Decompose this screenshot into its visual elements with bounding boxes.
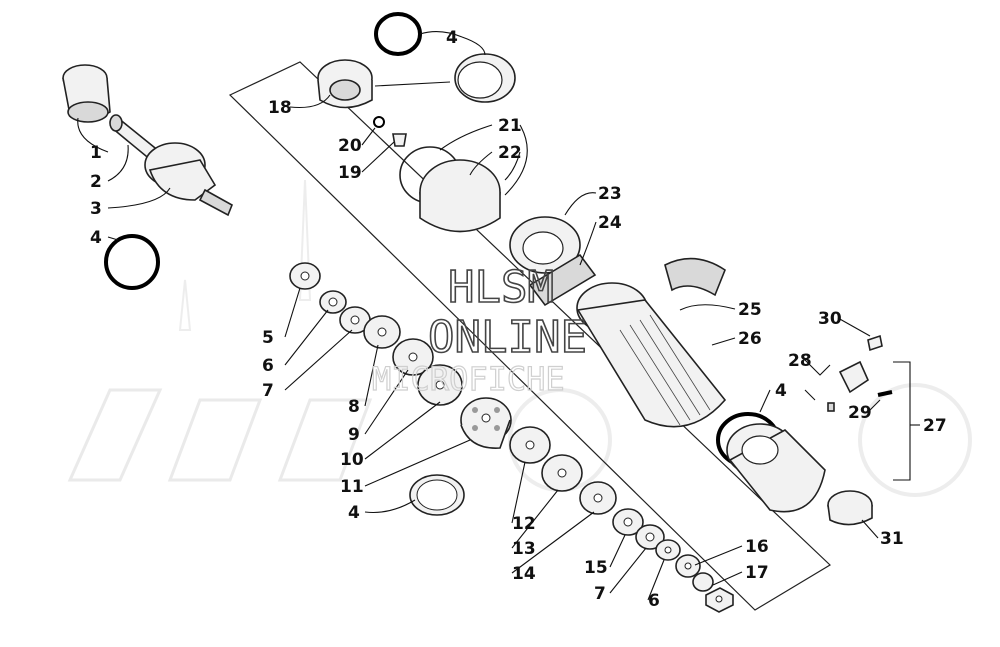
hlsm-watermark: HLSM ONLINE MICROFICHE: [371, 261, 587, 398]
callout-31: 31: [880, 529, 904, 549]
washer-16: [675, 554, 701, 578]
callout-29: 29: [848, 403, 872, 423]
callout-19: 19: [338, 163, 362, 183]
washer-6b: [655, 539, 681, 561]
shaft-eye: [144, 142, 234, 217]
callout-6-bottom: 6: [648, 591, 660, 611]
washer-6: [319, 290, 347, 314]
lower-bushing-31: [827, 490, 873, 526]
piston-11: [460, 397, 512, 449]
washer-14: [579, 481, 617, 515]
callout-21: 21: [498, 116, 522, 136]
callout-4-top: 4: [446, 28, 458, 48]
callout-13: 13: [512, 539, 536, 559]
callout-27: 27: [923, 416, 947, 436]
callout-23: 23: [598, 184, 622, 204]
washer-7b: [635, 524, 665, 550]
shock-body: [576, 282, 727, 428]
callout-15: 15: [584, 558, 608, 578]
washer-8: [363, 315, 401, 349]
wear-ring-top: [454, 53, 516, 103]
valve-body-28: [827, 360, 870, 412]
watermark-line1: HLSM: [448, 262, 554, 313]
callout-25: 25: [738, 300, 762, 320]
lower-eye: [726, 423, 826, 513]
reservoir-cap: [317, 59, 373, 109]
valve-screw-30: [867, 334, 883, 352]
valve-pin-29: [877, 390, 893, 397]
adjuster-nut-24: [528, 253, 597, 307]
callout-9: 9: [348, 425, 360, 445]
callout-6: 6: [262, 356, 274, 376]
callout-22: 22: [498, 143, 522, 163]
watermark-line2: ONLINE: [428, 312, 587, 363]
callout-12: 12: [512, 514, 536, 534]
callout-16: 16: [745, 537, 769, 557]
callout-labels: 1 2 3 4 4 18 20 19 21 22 23 24 25 26 4 3…: [90, 28, 947, 611]
callout-4-right: 4: [775, 381, 787, 401]
callout-11: 11: [340, 477, 364, 497]
leader-lines: [77, 31, 920, 601]
callout-5: 5: [262, 328, 274, 348]
callout-28: 28: [788, 351, 812, 371]
assembly-outline: [228, 61, 831, 611]
piston-ring-4: [409, 474, 465, 516]
callout-18: 18: [268, 98, 292, 118]
callout-17: 17: [745, 563, 769, 583]
washer-17: [692, 572, 714, 592]
nut: [705, 587, 734, 613]
o-ring-top: [374, 12, 422, 56]
watermark-line3: MICROFICHE: [372, 360, 565, 398]
callout-4-bottom: 4: [348, 503, 360, 523]
washer-5: [289, 262, 321, 290]
callout-7-bottom: 7: [594, 584, 606, 604]
callout-24: 24: [598, 213, 622, 233]
callout-8: 8: [348, 397, 360, 417]
spring-ring-22: [419, 159, 501, 233]
valve-screw: [392, 133, 407, 147]
adjuster-nut-23: [509, 216, 581, 274]
rod-bushing: [62, 64, 111, 123]
callout-14: 14: [512, 564, 536, 584]
bumper-25: [664, 257, 726, 297]
callout-4-left: 4: [90, 228, 102, 248]
callout-7: 7: [262, 381, 274, 401]
washer-15: [612, 508, 644, 536]
washer-10: [417, 364, 463, 406]
callout-20: 20: [338, 136, 362, 156]
callout-1: 1: [90, 143, 102, 163]
callout-26: 26: [738, 329, 762, 349]
o-ring-left: [104, 234, 160, 290]
washer-13: [541, 454, 583, 492]
washer-9: [392, 338, 434, 376]
callout-3: 3: [90, 199, 102, 219]
small-o-ring: [373, 116, 385, 128]
callout-10: 10: [340, 450, 364, 470]
callout-30: 30: [818, 309, 842, 329]
callout-2: 2: [90, 172, 102, 192]
washer-12: [509, 426, 551, 464]
